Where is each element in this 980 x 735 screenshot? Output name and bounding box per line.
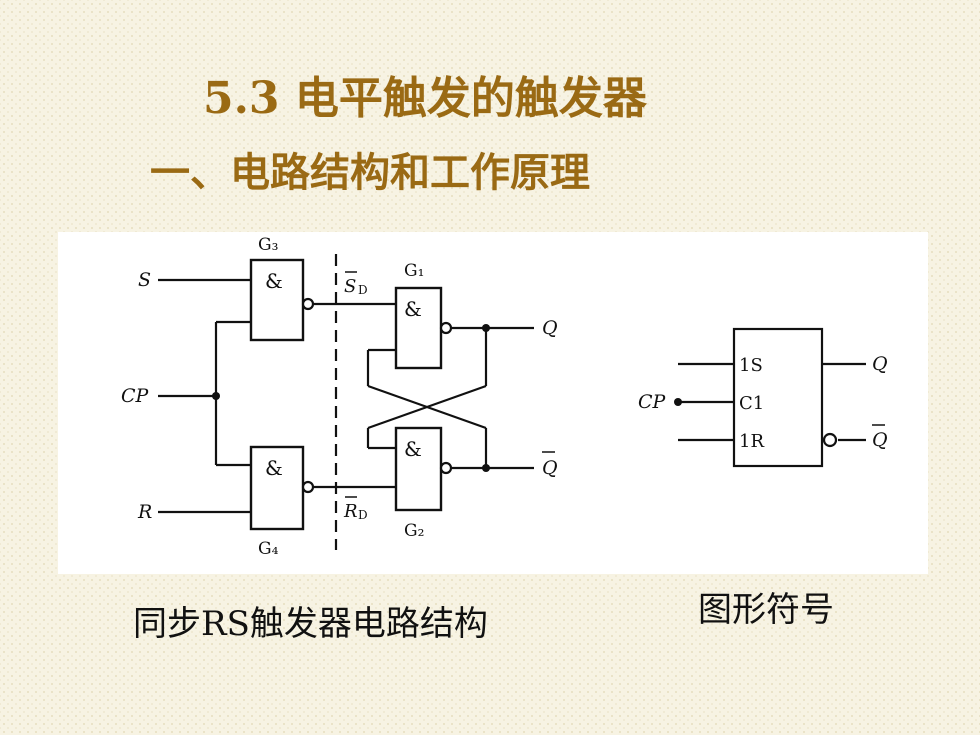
symbol-pin-1r: 1R xyxy=(739,431,764,452)
circuit-wires xyxy=(158,254,866,550)
symbol-qbar-bubble xyxy=(822,432,838,448)
g4-inverter-bubble xyxy=(301,480,315,494)
gate-g4-symbol: & xyxy=(265,456,283,480)
q-junction-dot xyxy=(482,324,490,332)
gate-g1-symbol: & xyxy=(404,297,422,321)
rd-label: R D xyxy=(343,496,368,522)
input-r-label: R xyxy=(137,501,152,523)
svg-text:R: R xyxy=(343,501,358,522)
symbol-cp-dot xyxy=(674,398,682,406)
g1-inverter-bubble xyxy=(439,321,453,335)
input-cp-label: CP xyxy=(121,385,150,407)
gate-g4-name: G₄ xyxy=(258,539,279,559)
g3-inverter-bubble xyxy=(301,297,315,311)
gate-g1 xyxy=(394,286,443,370)
input-s-label: S xyxy=(138,269,151,291)
gate-g3-symbol: & xyxy=(265,269,283,293)
page-title: 5.3 电平触发的触发器 xyxy=(203,73,647,124)
output-q-label: Q xyxy=(542,317,558,339)
gate-g2-name: G₂ xyxy=(404,521,424,541)
circuit-caption: 同步RS触发器电路结构 xyxy=(133,604,488,644)
circuit-figure: S CP R G₃ G₄ G₁ G₂ & & & & S D R D Q Q 1… xyxy=(121,235,888,559)
output-qbar-label: Q xyxy=(542,451,558,479)
svg-text:Q: Q xyxy=(872,429,888,451)
qbar-junction-dot xyxy=(482,464,490,472)
symbol-caption: 图形符号 xyxy=(698,590,834,630)
sd-label: S D xyxy=(344,271,368,297)
symbol-q-label: Q xyxy=(872,353,888,375)
symbol-cp-label: CP xyxy=(638,391,667,413)
figure-panel: S CP R G₃ G₄ G₁ G₂ & & & & S D R D Q Q 1… xyxy=(58,232,928,574)
gate-g1-name: G₁ xyxy=(404,261,424,281)
gate-g3 xyxy=(249,258,305,342)
gate-g2-symbol: & xyxy=(404,437,422,461)
g2-inverter-bubble xyxy=(439,461,453,475)
symbol-pin-1s: 1S xyxy=(739,355,763,376)
cp-junction-dot xyxy=(212,392,220,400)
svg-text:D: D xyxy=(358,283,368,297)
section-subtitle: 一、电路结构和工作原理 xyxy=(150,149,590,196)
symbol-pin-c1: C1 xyxy=(739,393,764,414)
svg-text:Q: Q xyxy=(542,457,558,479)
svg-text:S: S xyxy=(344,276,356,297)
gate-g3-name: G₃ xyxy=(258,235,278,255)
svg-text:D: D xyxy=(358,508,368,522)
symbol-qbar-label: Q xyxy=(872,424,888,451)
